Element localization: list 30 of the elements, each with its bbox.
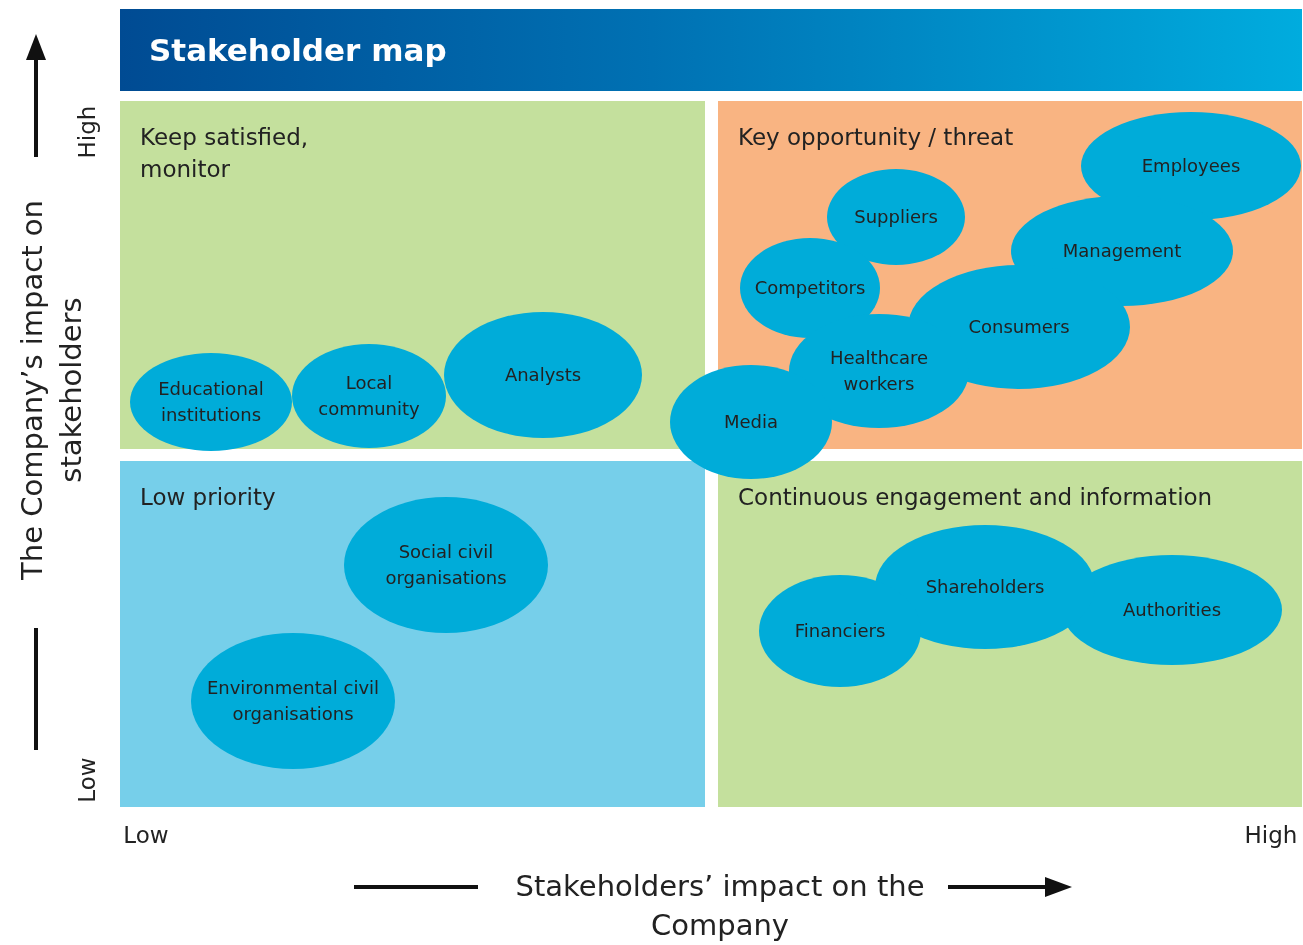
axis-end-label: High	[1244, 821, 1298, 851]
axis-end-label: High	[73, 105, 102, 159]
stakeholder-label: Competitors	[754, 276, 866, 300]
stakeholder-label: Environmental civil organisations	[205, 676, 381, 726]
axis-end-label: Low	[73, 757, 102, 803]
stakeholder-label: Social civil organisations	[384, 540, 508, 590]
stakeholder-label: Analysts	[504, 363, 582, 387]
title: Stakeholder map	[149, 31, 447, 69]
stakeholder-label: Educational institutions	[157, 377, 265, 427]
quadrant-heading: Key opportunity / threat	[738, 123, 1015, 152]
stakeholder-label: Local community	[317, 371, 421, 421]
stakeholder-label: Authorities	[1122, 598, 1222, 622]
quadrant-heading: Continuous engagement and information	[738, 483, 1214, 512]
quadrant-panel	[718, 461, 1302, 807]
stakeholder-label: Healthcare workers	[828, 346, 930, 396]
axis-title: The Company’s impact on stakeholders	[13, 199, 89, 582]
stakeholder-label: Financiers	[794, 619, 886, 643]
stakeholder-label: Management	[1062, 239, 1182, 263]
quadrant-heading: Low priority	[140, 483, 277, 512]
axis-end-label: Low	[123, 821, 169, 851]
stakeholder-label: Consumers	[968, 315, 1070, 339]
stakeholder-label: Media	[723, 410, 779, 434]
axis-title: Stakeholders’ impact on the Company	[514, 867, 926, 944]
quadrant-panel	[120, 461, 705, 807]
stakeholder-label: Suppliers	[854, 205, 938, 229]
quadrant-heading: Keep satisfied, monitor	[140, 123, 310, 184]
stakeholder-label: Shareholders	[925, 575, 1045, 599]
quadrant-panel	[120, 101, 705, 449]
quadrant-panel	[718, 101, 1302, 449]
stakeholder-label: Employees	[1141, 154, 1241, 178]
